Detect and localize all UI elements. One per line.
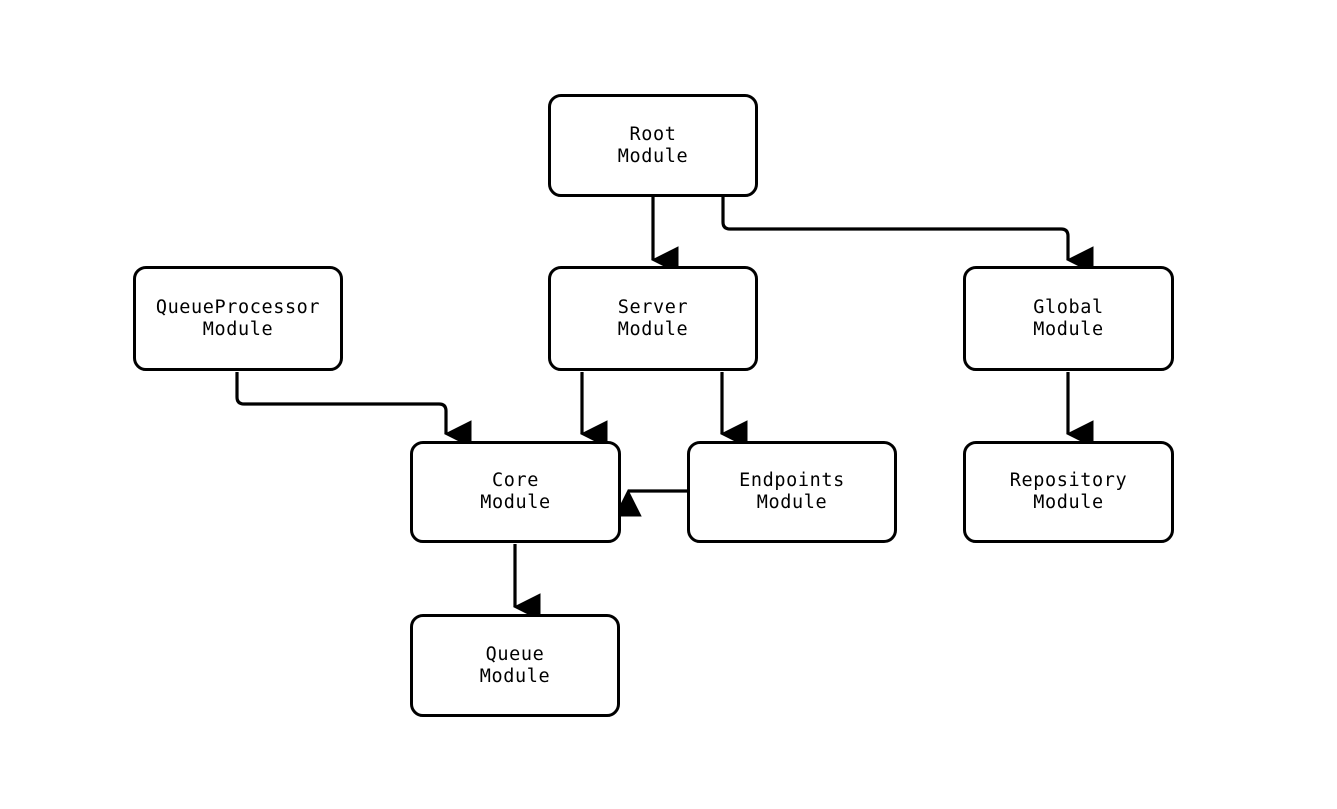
node-core-module[interactable]: Core Module [410,441,621,543]
node-title: Server [617,296,689,318]
node-root-module[interactable]: Root Module [548,94,758,197]
node-global-module[interactable]: Global Module [963,266,1174,371]
node-subtitle: Module [617,318,689,340]
node-title: Repository [1009,470,1128,491]
node-server-module[interactable]: Server Module [548,266,758,371]
edge-root-to-global [721,197,1094,274]
node-title: Endpoints [739,470,845,491]
node-subtitle: Module [1033,318,1104,340]
node-subtitle: Module [1033,492,1104,513]
node-title: Global [1033,296,1104,318]
node-title: QueueProcessor [155,296,321,318]
node-subtitle: Module [202,318,274,340]
node-subtitle: Module [479,665,551,687]
node-subtitle: Module [756,492,828,513]
node-title: Core [492,470,539,491]
node-queue-module[interactable]: Queue Module [410,614,620,717]
node-repository-module[interactable]: Repository Module [963,441,1174,543]
node-queueprocessor-module[interactable]: QueueProcessor Module [133,266,343,371]
node-title: Queue [485,643,545,665]
node-subtitle: Module [480,492,551,513]
edge-queueprocessor-to-core [235,372,472,448]
node-title: Root [629,123,677,145]
node-subtitle: Module [617,145,689,167]
node-endpoints-module[interactable]: Endpoints Module [687,441,897,543]
